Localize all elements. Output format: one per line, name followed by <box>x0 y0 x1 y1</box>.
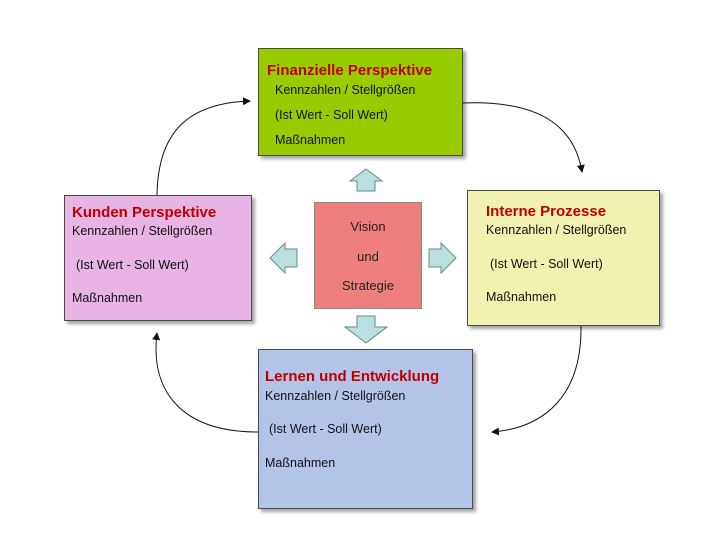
kunden-perspektive-box: Kunden Perspektive Kennzahlen / Stellgrö… <box>64 195 252 321</box>
lernen-ist-soll: (Ist Wert - Soll Wert) <box>269 422 382 436</box>
finanzielle-ist-soll: (Ist Wert - Soll Wert) <box>275 108 388 122</box>
vision-strategie-box: Vision und Strategie <box>314 202 422 309</box>
block-arrow-right <box>428 241 457 275</box>
arrow-kunden-to-finanzielle <box>156 97 251 196</box>
interne-title: Interne Prozesse <box>486 203 607 220</box>
interne-ist-soll: (Ist Wert - Soll Wert) <box>490 257 603 271</box>
finanzielle-perspektive-box: Finanzielle Perspektive Kennzahlen / Ste… <box>258 48 463 156</box>
interne-prozesse-box: Interne Prozesse Kennzahlen / Stellgröße… <box>467 190 660 326</box>
kunden-ist-soll: (Ist Wert - Soll Wert) <box>76 258 189 272</box>
arrow-finanzielle-to-interne <box>462 102 585 173</box>
lernen-entwicklung-box: Lernen und Entwicklung Kennzahlen / Stel… <box>258 349 473 509</box>
kunden-kennzahlen: Kennzahlen / Stellgrößen <box>72 224 213 238</box>
arrow-lernen-to-kunden <box>152 332 259 433</box>
center-line-strategie: Strategie <box>341 278 395 293</box>
kunden-title: Kunden Perspektive <box>72 204 217 221</box>
lernen-massnahmen: Maßnahmen <box>265 456 336 470</box>
lernen-kennzahlen: Kennzahlen / Stellgrößen <box>265 389 406 403</box>
finanzielle-title: Finanzielle Perspektive <box>267 62 433 79</box>
center-line-und: und <box>357 249 379 264</box>
block-arrow-down <box>343 315 389 344</box>
arrow-interne-to-lernen <box>491 325 582 436</box>
center-line-vision: Vision <box>350 219 386 234</box>
finanzielle-massnahmen: Maßnahmen <box>275 133 346 147</box>
finanzielle-kennzahlen: Kennzahlen / Stellgrößen <box>275 83 416 97</box>
lernen-title: Lernen und Entwicklung <box>265 368 440 385</box>
block-arrow-left <box>269 241 298 275</box>
interne-massnahmen: Maßnahmen <box>486 290 557 304</box>
interne-kennzahlen: Kennzahlen / Stellgrößen <box>486 223 627 237</box>
kunden-massnahmen: Maßnahmen <box>72 291 143 305</box>
block-arrow-up <box>348 168 384 192</box>
